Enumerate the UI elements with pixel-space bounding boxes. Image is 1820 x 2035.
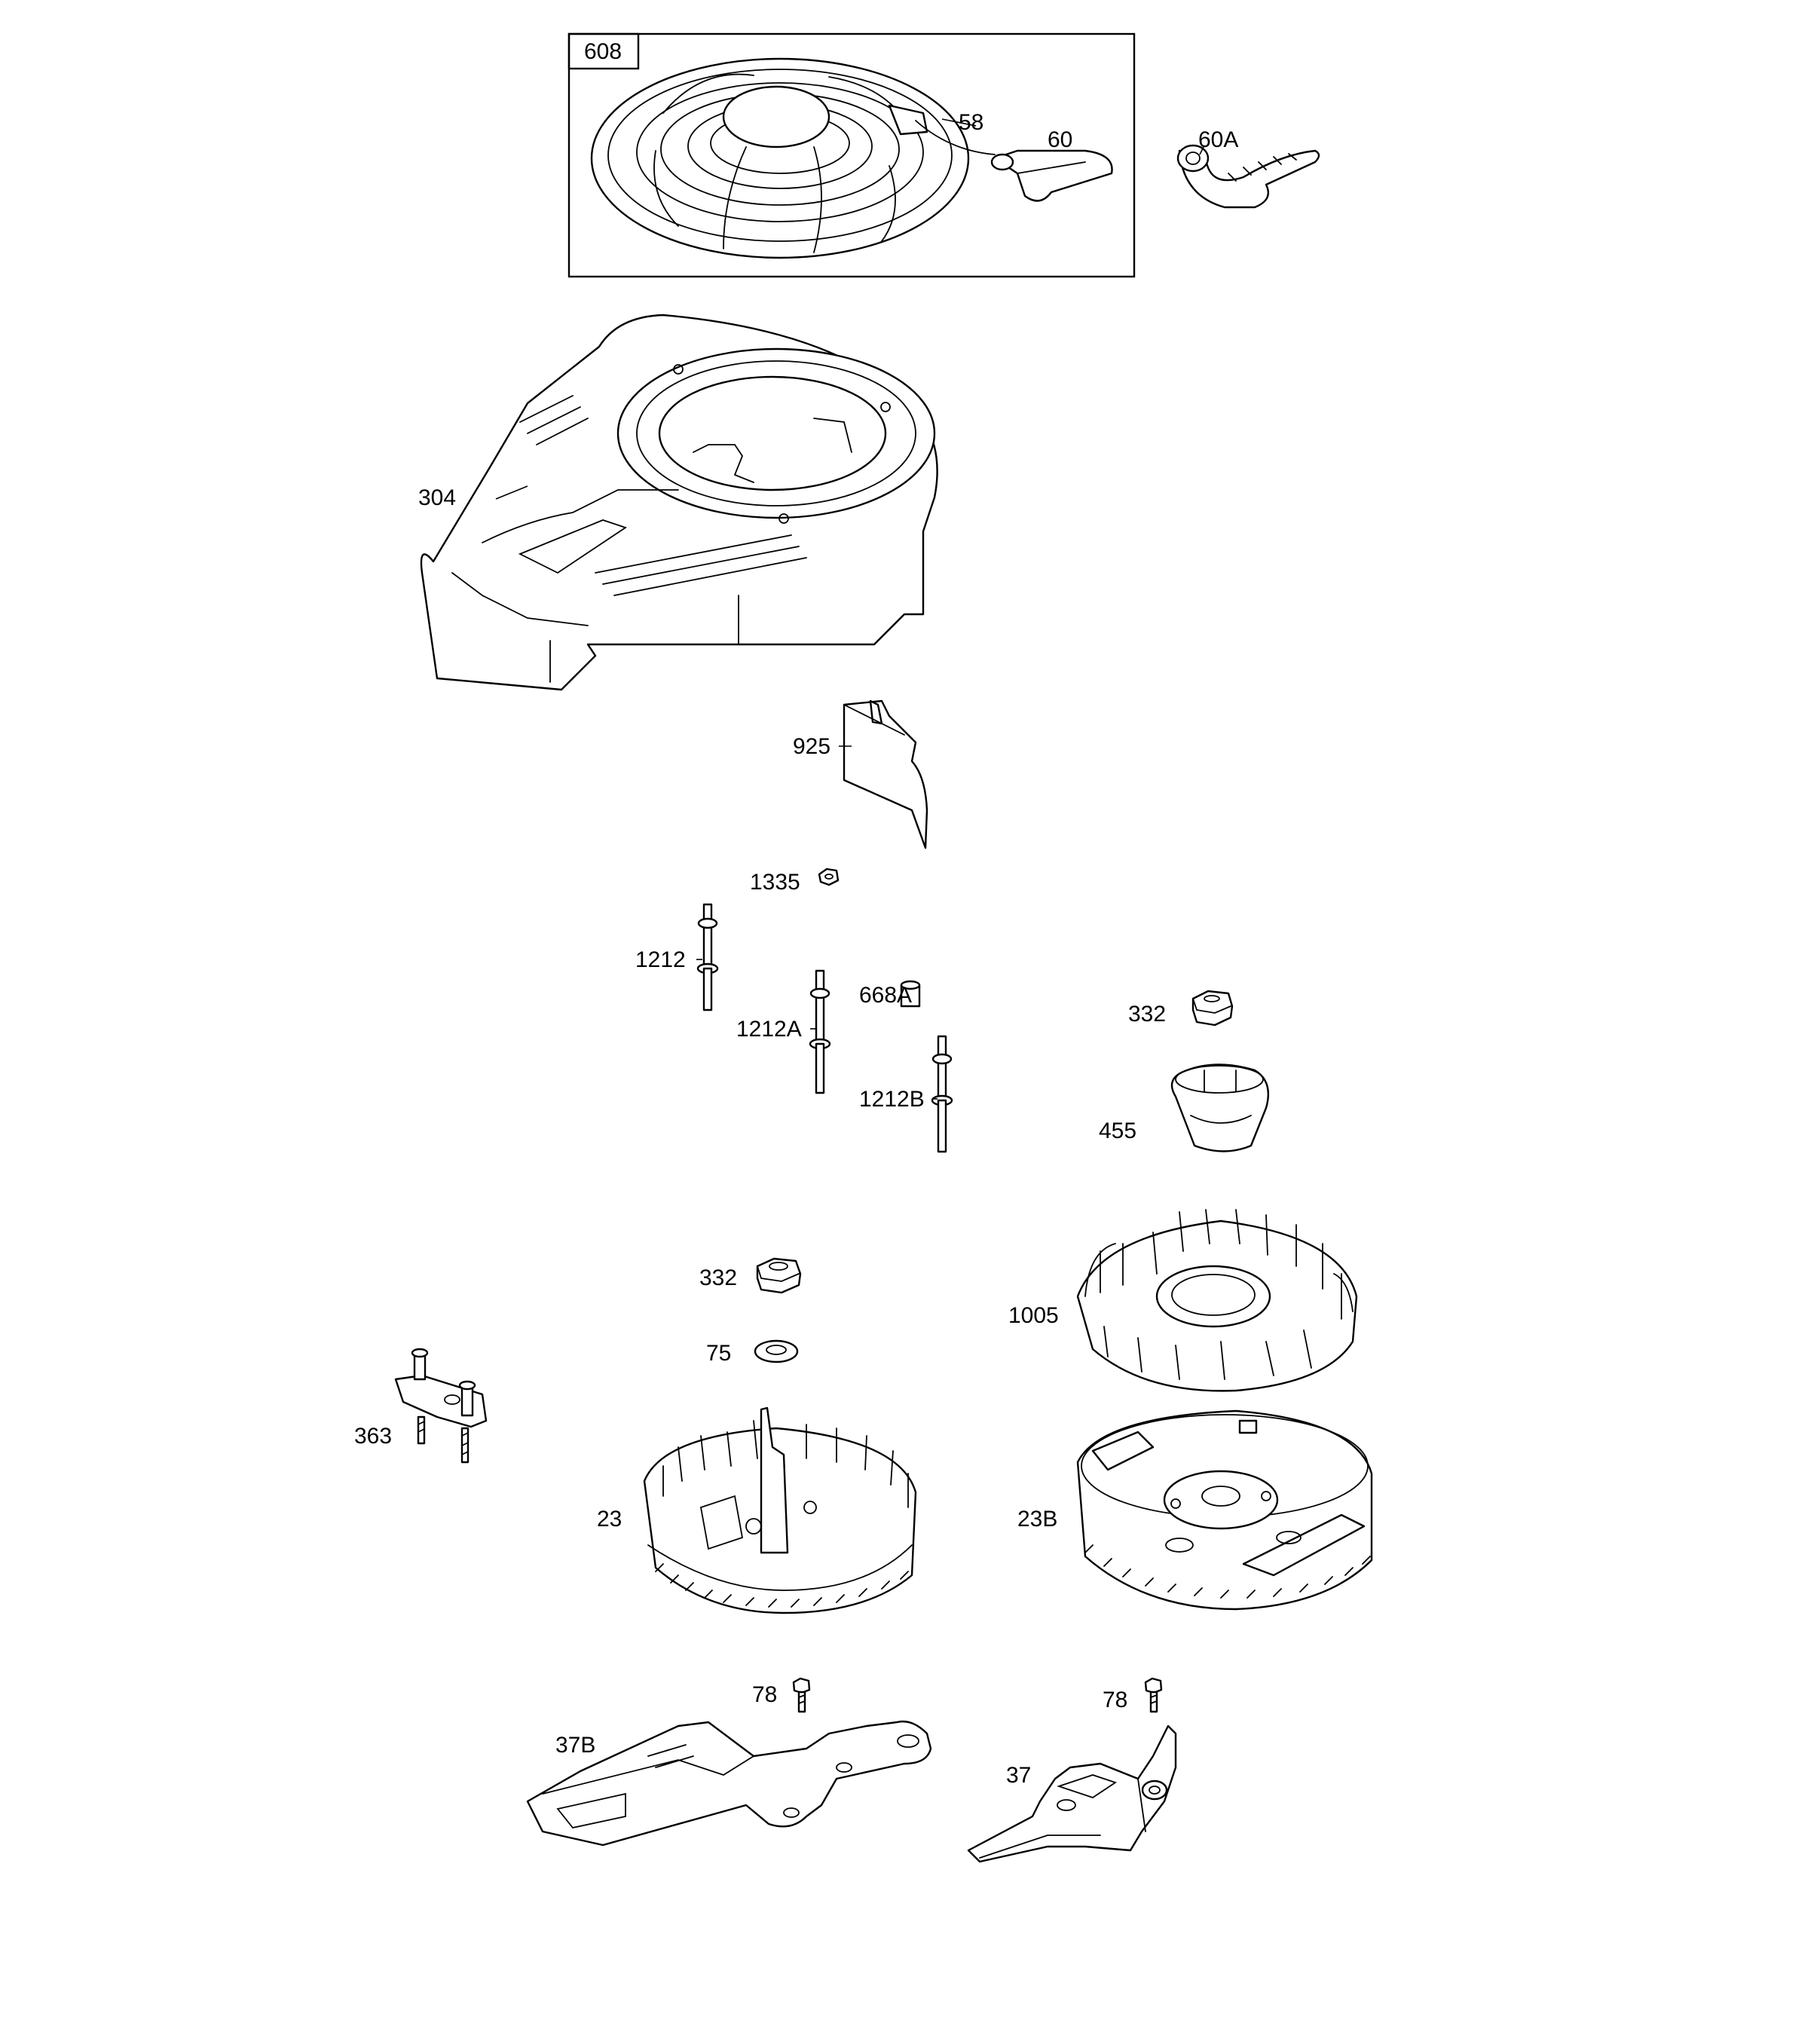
flywheel-23B <box>1076 1409 1373 1611</box>
fan-retainer-cup <box>1170 1063 1270 1152</box>
starter-handle-60A <box>1176 144 1320 209</box>
callout-78-left: 78 <box>752 1682 777 1707</box>
callout-23B: 23B <box>1017 1507 1057 1532</box>
screw-78-right <box>1144 1677 1163 1713</box>
screw-78-left <box>792 1677 811 1713</box>
callout-332-top: 332 <box>1128 1002 1166 1027</box>
callout-60: 60 <box>1048 127 1072 152</box>
flywheel-washer <box>754 1339 799 1363</box>
leader-60A <box>1199 145 1205 155</box>
callout-668A: 668A <box>859 983 912 1008</box>
callout-1212: 1212 <box>635 947 686 972</box>
callout-608: 608 <box>584 39 622 64</box>
callout-1335: 1335 <box>750 870 800 895</box>
callout-23: 23 <box>597 1507 622 1532</box>
bracket-363 <box>394 1348 488 1464</box>
governor-part-37 <box>967 1724 1177 1863</box>
callout-925: 925 <box>793 734 830 759</box>
flywheel-fan <box>1076 1209 1358 1392</box>
leader-304 <box>495 485 528 500</box>
callout-304: 304 <box>418 485 456 510</box>
rewind-starter-housing <box>590 57 970 259</box>
callout-37B: 37B <box>555 1733 595 1758</box>
stud-1212B <box>931 1035 953 1153</box>
callout-1005: 1005 <box>1008 1303 1059 1328</box>
air-guide <box>843 699 928 849</box>
callout-363: 363 <box>354 1424 392 1449</box>
callout-78-right: 78 <box>1103 1688 1127 1712</box>
callout-75: 75 <box>706 1341 731 1366</box>
starter-handle-60 <box>990 149 1113 202</box>
blower-housing <box>420 314 938 691</box>
governor-part-37B <box>526 1720 932 1847</box>
flywheel-nut-mid <box>756 1257 802 1294</box>
stud-1212 <box>696 903 719 1011</box>
flywheel-nut-top <box>1191 990 1234 1027</box>
callout-1212B: 1212B <box>859 1087 925 1112</box>
callout-58: 58 <box>959 110 983 135</box>
callout-455: 455 <box>1099 1118 1136 1143</box>
starter-assembly-frame <box>567 32 1136 278</box>
callout-60A: 60A <box>1198 127 1238 152</box>
starter-assembly-label-box <box>567 32 640 70</box>
nut-1335 <box>818 868 840 886</box>
callout-332-mid: 332 <box>699 1265 737 1290</box>
leader-58 <box>941 118 977 127</box>
stud-1212A <box>809 969 831 1094</box>
spacer-668A <box>900 980 921 1008</box>
callout-37: 37 <box>1006 1763 1031 1788</box>
starter-rope <box>915 120 996 155</box>
flywheel-23 <box>643 1406 917 1614</box>
callout-1212A: 1212A <box>736 1017 802 1042</box>
